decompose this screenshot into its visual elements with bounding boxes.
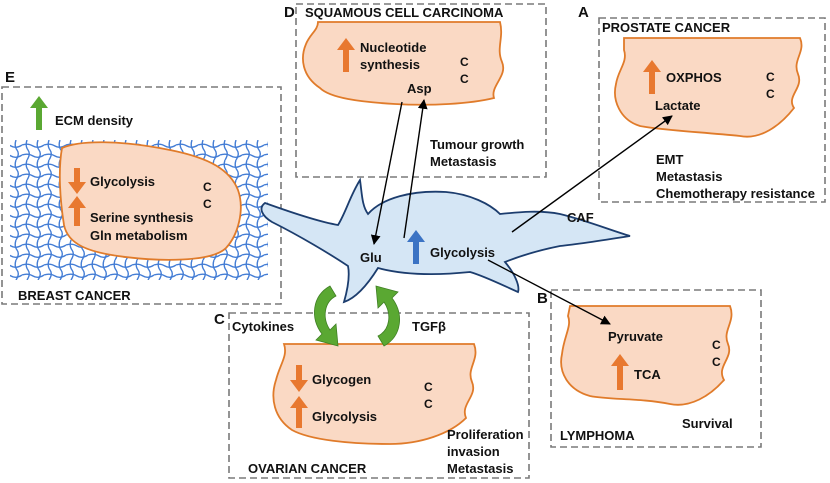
connector-arrows — [370, 99, 673, 325]
squamous-nucleus-c1: C — [460, 55, 469, 69]
breast-cancer-title: BREAST CANCER — [18, 288, 131, 303]
breast-nucleus-c1: C — [203, 180, 212, 194]
caf-to-pyruvate-arrow — [487, 259, 611, 325]
caf-to-lactate-arrow — [511, 115, 673, 233]
caf-to-asp-arrow — [403, 99, 428, 239]
tca-label: TCA — [634, 367, 661, 382]
caf-glycolysis-label: Glycolysis — [430, 245, 495, 260]
pyruvate-label: Pyruvate — [608, 329, 663, 344]
caf-glycolysis-up-arrow-icon — [407, 230, 425, 264]
panel-d-box — [295, 3, 547, 178]
panel-e-letter: E — [5, 69, 15, 86]
tgf-beta-label: TGFβ — [412, 319, 446, 334]
panel-c-box — [228, 312, 530, 479]
cytokine-cycle — [314, 285, 400, 347]
squamous-nucleus-c2: C — [460, 72, 469, 86]
ovarian-nucleus-c2: C — [424, 397, 433, 411]
serine-up-arrow-icon — [68, 196, 86, 226]
prostate-metastasis-label: Metastasis — [656, 169, 722, 184]
panel-d-squamous-cell-carcinoma: D SQUAMOUS CELL CARCINOMA Nucleotide syn… — [284, 3, 547, 178]
panel-b-letter: B — [537, 290, 548, 307]
caf-cell-body — [260, 177, 631, 304]
panel-c-ovarian-cancer: C Cytokines TGFβ Glycogen Glycolysis C C… — [214, 311, 530, 479]
tumour-growth-label: Tumour growth — [430, 137, 524, 152]
glycogen-down-arrow-icon — [290, 365, 308, 392]
panel-e-breast-cancer: E ECM density Glycolysis Serine synthesi… — [1, 69, 282, 305]
ovarian-glycolysis-label: Glycolysis — [312, 409, 377, 424]
prostate-nucleus-c2: C — [766, 87, 775, 101]
cycle-left-arrow-icon — [314, 285, 339, 347]
breast-nucleus-c2: C — [203, 197, 212, 211]
invasion-label: invasion — [447, 444, 500, 459]
lymphoma-cell — [560, 305, 733, 406]
prostate-nucleus-c1: C — [766, 70, 775, 84]
asp-to-glu-arrow — [370, 101, 403, 245]
serine-synthesis-label: Serine synthesis — [90, 210, 193, 225]
gln-metabolism-label: Gln metabolism — [90, 228, 188, 243]
lymphoma-title: LYMPHOMA — [560, 428, 635, 443]
panel-b-lymphoma: B Pyruvate TCA C C LYMPHOMA Survival — [537, 289, 762, 448]
ovarian-glycolysis-up-arrow-icon — [290, 396, 308, 428]
oxphos-label: OXPHOS — [666, 70, 722, 85]
prostate-cancer-title: PROSTATE CANCER — [602, 20, 731, 35]
glu-label: Glu — [360, 250, 382, 265]
ovarian-metastasis-label: Metastasis — [447, 461, 513, 476]
lymphoma-nucleus-c2: C — [712, 355, 721, 369]
panel-a-box — [598, 17, 826, 203]
ovarian-cancer-cell — [272, 343, 477, 445]
panel-b-box — [550, 289, 762, 448]
ecm-density-label: ECM density — [55, 113, 134, 128]
tca-up-arrow-icon — [611, 354, 629, 390]
squamous-cell-carcinoma-title: SQUAMOUS CELL CARCINOMA — [305, 5, 504, 20]
emt-label: EMT — [656, 152, 684, 167]
cytokines-label: Cytokines — [232, 319, 294, 334]
panel-d-letter: D — [284, 4, 295, 21]
breast-cancer-cell — [58, 141, 242, 261]
asp-label: Asp — [407, 81, 432, 96]
lymphoma-nucleus-c1: C — [712, 338, 721, 352]
caf-label: CAF — [567, 210, 594, 225]
prostate-cancer-cell — [614, 37, 803, 138]
cycle-right-arrow-icon — [375, 285, 400, 347]
panel-c-letter: C — [214, 311, 225, 328]
glycogen-label: Glycogen — [312, 372, 371, 387]
synthesis-label: synthesis — [360, 57, 420, 72]
oxphos-up-arrow-icon — [643, 60, 661, 94]
lactate-label: Lactate — [655, 98, 701, 113]
survival-label: Survival — [682, 416, 733, 431]
ecm-up-arrow-icon — [30, 96, 48, 130]
nucleotide-label: Nucleotide — [360, 40, 426, 55]
chemotherapy-resistance-label: Chemotherapy resistance — [656, 186, 815, 201]
ovarian-cancer-title: OVARIAN CANCER — [248, 461, 367, 476]
glycolysis-down-arrow-icon — [68, 168, 86, 194]
panel-a-prostate-cancer: A PROSTATE CANCER OXPHOS Lactate C C EMT… — [578, 4, 826, 203]
panel-e-box — [1, 86, 282, 305]
nucleotide-up-arrow-icon — [337, 38, 355, 72]
squamous-metastasis-label: Metastasis — [430, 154, 496, 169]
squamous-cancer-cell — [302, 21, 505, 106]
breast-glycolysis-label: Glycolysis — [90, 174, 155, 189]
ovarian-nucleus-c1: C — [424, 380, 433, 394]
panel-a-letter: A — [578, 4, 589, 21]
proliferation-label: Proliferation — [447, 427, 524, 442]
caf-cell-group: CAF Glu Glycolysis — [260, 177, 631, 304]
